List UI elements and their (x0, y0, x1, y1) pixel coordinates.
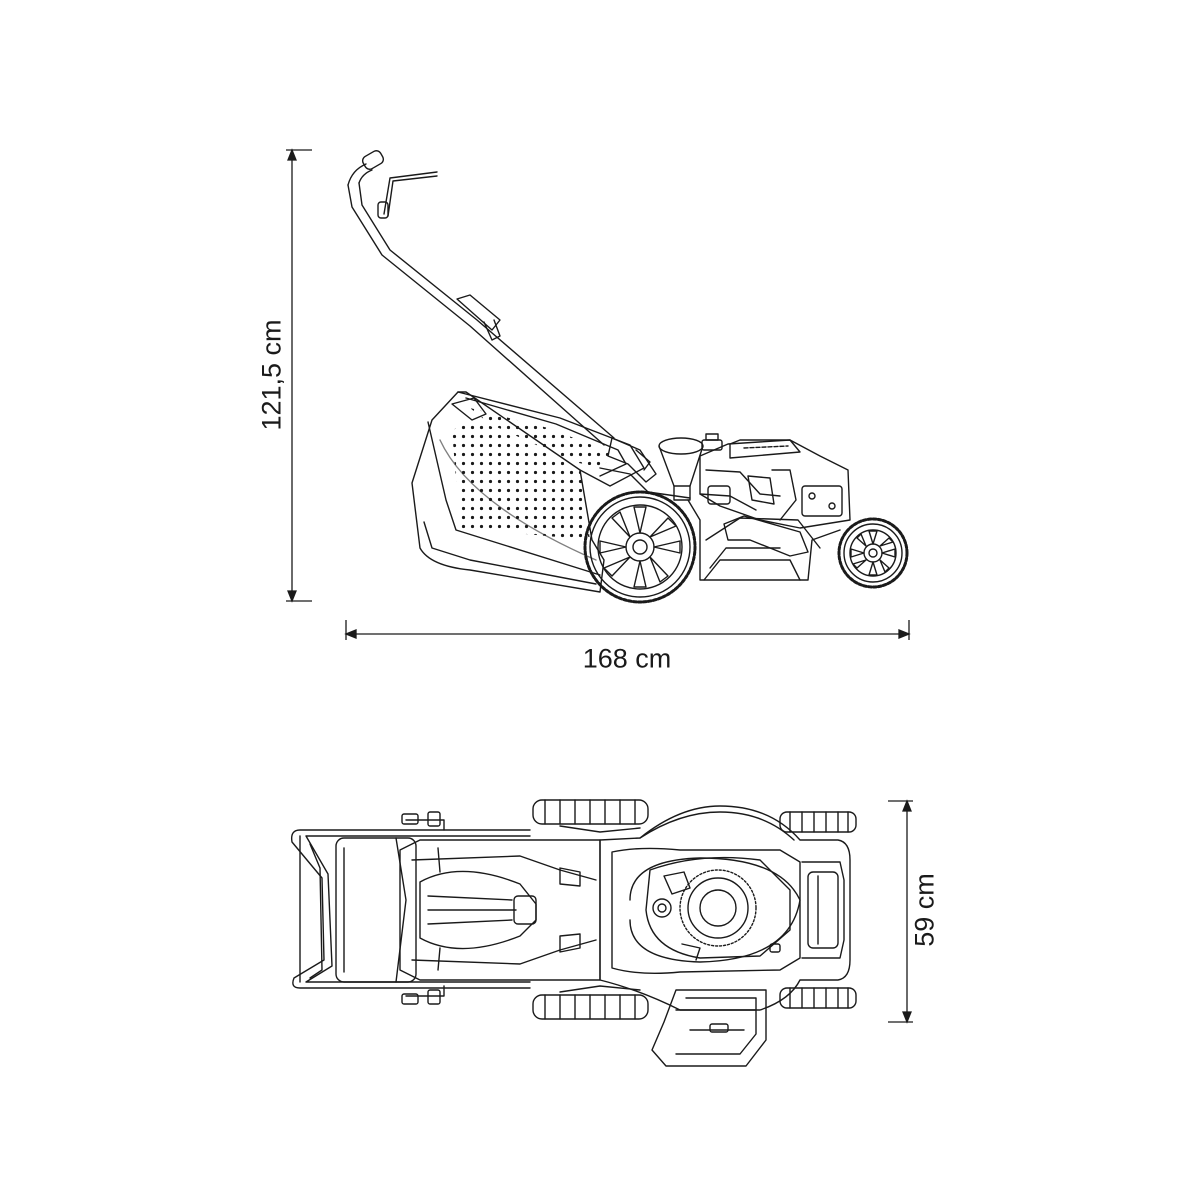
front-bumper-top (802, 862, 844, 958)
height-dimension-line (286, 150, 312, 601)
catcher-mesh (452, 420, 590, 540)
rear-axle-top (560, 826, 640, 992)
deck-top (600, 806, 850, 1010)
grass-catcher (412, 392, 644, 592)
front-wheel-top-right (780, 988, 856, 1008)
mower-deck (600, 438, 840, 580)
rear-wheel (585, 492, 695, 602)
engine (700, 434, 850, 528)
rear-wheel-top-right (533, 995, 648, 1019)
mower-top-view (292, 800, 856, 1066)
handle-bar (348, 149, 614, 445)
front-wheel (839, 519, 907, 587)
discharge-chute (652, 990, 766, 1066)
catcher-top (400, 840, 600, 980)
length-dimension-line (346, 620, 909, 640)
fuel-tank (659, 438, 703, 500)
height-label: 121,5 cm (256, 319, 287, 431)
rear-wheel-top-left (533, 800, 648, 824)
front-wheel-top-left (780, 812, 856, 832)
catcher-mesh-top (470, 408, 610, 468)
mower-side-view (348, 149, 907, 602)
width-dimension-line (888, 801, 913, 1022)
width-label: 59 cm (909, 873, 940, 947)
engine-top (646, 858, 790, 960)
length-label: 168 cm (582, 643, 672, 674)
